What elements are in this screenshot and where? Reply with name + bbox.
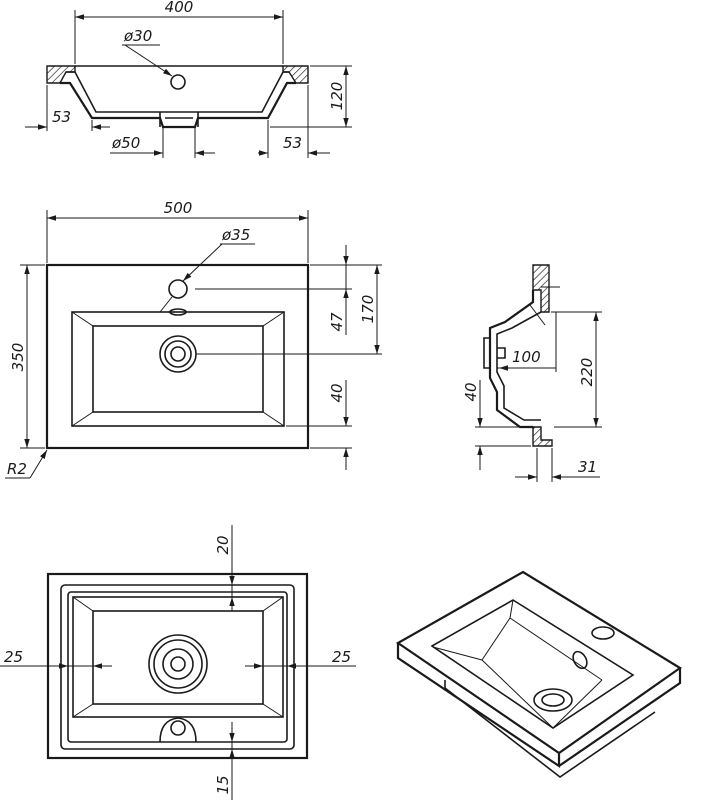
plan-view: 500 ø35 350 R2 47 170 40 (5, 199, 382, 479)
section-basin-outer (60, 81, 296, 129)
dim-31-label: 31 (578, 458, 597, 476)
iso-drain-outer (533, 688, 573, 712)
dim-25-right-label: 25 (332, 648, 351, 666)
dim-350-label: 350 (9, 343, 27, 372)
iso-bowl-walls (432, 599, 603, 729)
bottom-bowl-outer (72, 596, 284, 718)
iso-overflow (572, 650, 588, 670)
iso-bowl-opening (430, 599, 635, 729)
iso-skirt (444, 680, 656, 778)
bottom-tap-hole (170, 720, 186, 736)
bottom-rim-inner (67, 591, 288, 743)
dim-15-label: 15 (214, 775, 232, 794)
iso-drain-inner (541, 693, 565, 707)
plan-overflow-slot (169, 308, 187, 316)
bottom-bowl-inner (92, 610, 264, 705)
dim-tap35-leader (182, 243, 223, 282)
side-view: 100 220 40 31 (462, 264, 602, 482)
dim-120-label: 120 (328, 82, 346, 111)
bottom-view: 20 25 25 15 (0, 525, 356, 800)
dim-tap35-label: ø35 (221, 226, 250, 244)
section-view: 400 ø30 120 53 53 ø50 (25, 0, 352, 158)
dim-drain50-label: ø50 (111, 134, 140, 152)
dim-40-side-label: 40 (462, 382, 480, 401)
plan-bowl-inner (92, 325, 264, 413)
isometric-view (395, 570, 683, 778)
plan-bowl-outer (71, 311, 285, 427)
dim-r2-leader (29, 449, 48, 479)
section-drain (159, 112, 199, 127)
plan-drain-mid (164, 340, 192, 368)
bottom-tap-boss (159, 717, 197, 743)
iso-top-surface (395, 570, 683, 755)
iso-tap-hole (591, 626, 615, 640)
dim-170-label: 170 (359, 295, 377, 324)
side-profile-inner (496, 311, 542, 421)
dim-100-label: 100 (512, 348, 541, 366)
side-drain (483, 337, 506, 369)
section-rim-left (46, 65, 76, 84)
iso-right-edge (558, 668, 682, 767)
dim-r2-label: R2 (7, 460, 27, 478)
dim-400-label: 400 (165, 0, 194, 16)
dim-40-plan-label: 40 (328, 383, 346, 402)
section-rim-right (282, 65, 309, 84)
plan-drain-inner (170, 346, 186, 362)
section-tap-hole (170, 74, 186, 90)
bottom-drain-mid (162, 648, 194, 680)
dim-tap30-label: ø30 (123, 27, 152, 45)
dim-tap30-leader (124, 44, 173, 77)
bottom-rim-outer (60, 584, 295, 750)
bottom-drain-outer (148, 634, 208, 694)
plan-outline (45, 263, 310, 450)
section-basin-inner (66, 71, 289, 113)
bottom-drain-ring (153, 639, 203, 689)
dim-20-label: 20 (214, 535, 232, 554)
dim-47-label: 47 (328, 312, 346, 332)
dim-500-label: 500 (164, 199, 193, 217)
dim-53-right-label: 53 (283, 134, 302, 152)
plan-tap-hole (168, 279, 188, 299)
dim-53-left-label: 53 (52, 108, 71, 126)
iso-front-edge (396, 643, 561, 769)
side-profile-outer (488, 290, 535, 429)
dim-25-left-label: 25 (4, 648, 23, 666)
bottom-drain-inner (170, 656, 186, 672)
side-rim-bottom (532, 426, 553, 447)
dim-220-label: 220 (578, 358, 596, 387)
